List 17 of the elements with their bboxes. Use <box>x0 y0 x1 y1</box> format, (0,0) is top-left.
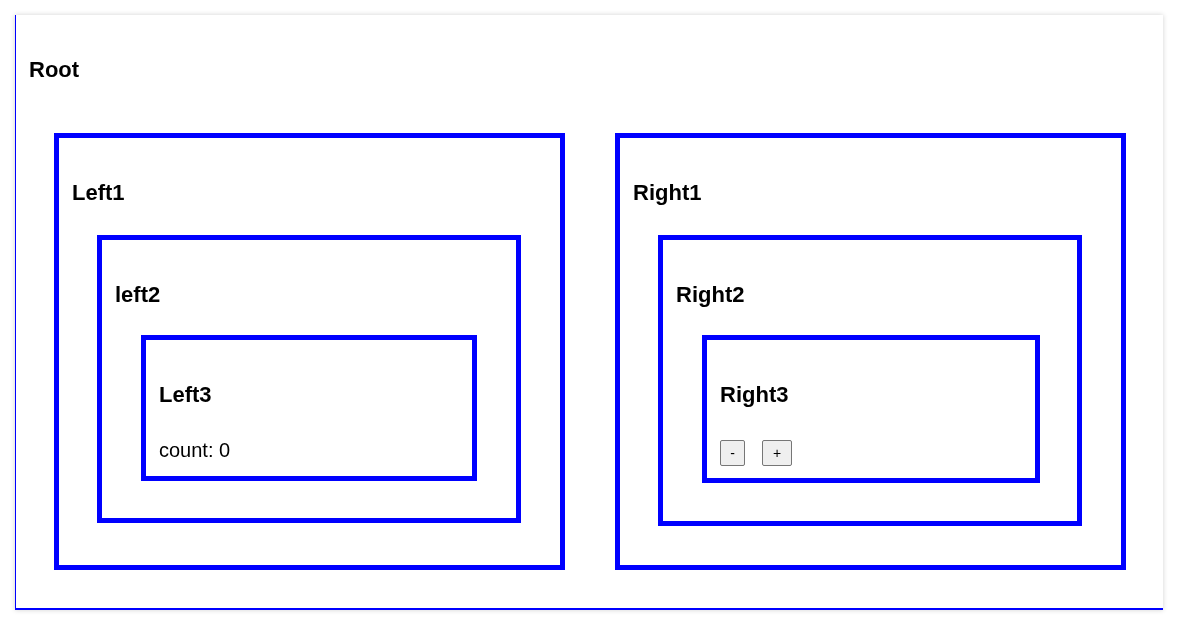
box-title: Right1 <box>633 180 702 206</box>
minus-button: - <box>720 440 745 466</box>
component-box <box>658 235 1082 526</box>
counter-text: count: 0 <box>159 438 231 462</box>
box-title: Root <box>29 57 80 83</box>
component-box <box>615 133 1126 570</box>
box-title: left2 <box>115 282 161 308</box>
box-title: Left1 <box>72 180 125 206</box>
box-title: Right2 <box>676 282 745 308</box>
plus-button: + <box>762 440 792 466</box>
component-box <box>141 335 477 481</box>
box-title: Left3 <box>159 382 212 408</box>
panel <box>15 15 1163 610</box>
component-box <box>97 235 521 523</box>
component-box <box>702 335 1040 483</box>
box-title: Right3 <box>720 382 789 408</box>
component-box <box>54 133 565 570</box>
